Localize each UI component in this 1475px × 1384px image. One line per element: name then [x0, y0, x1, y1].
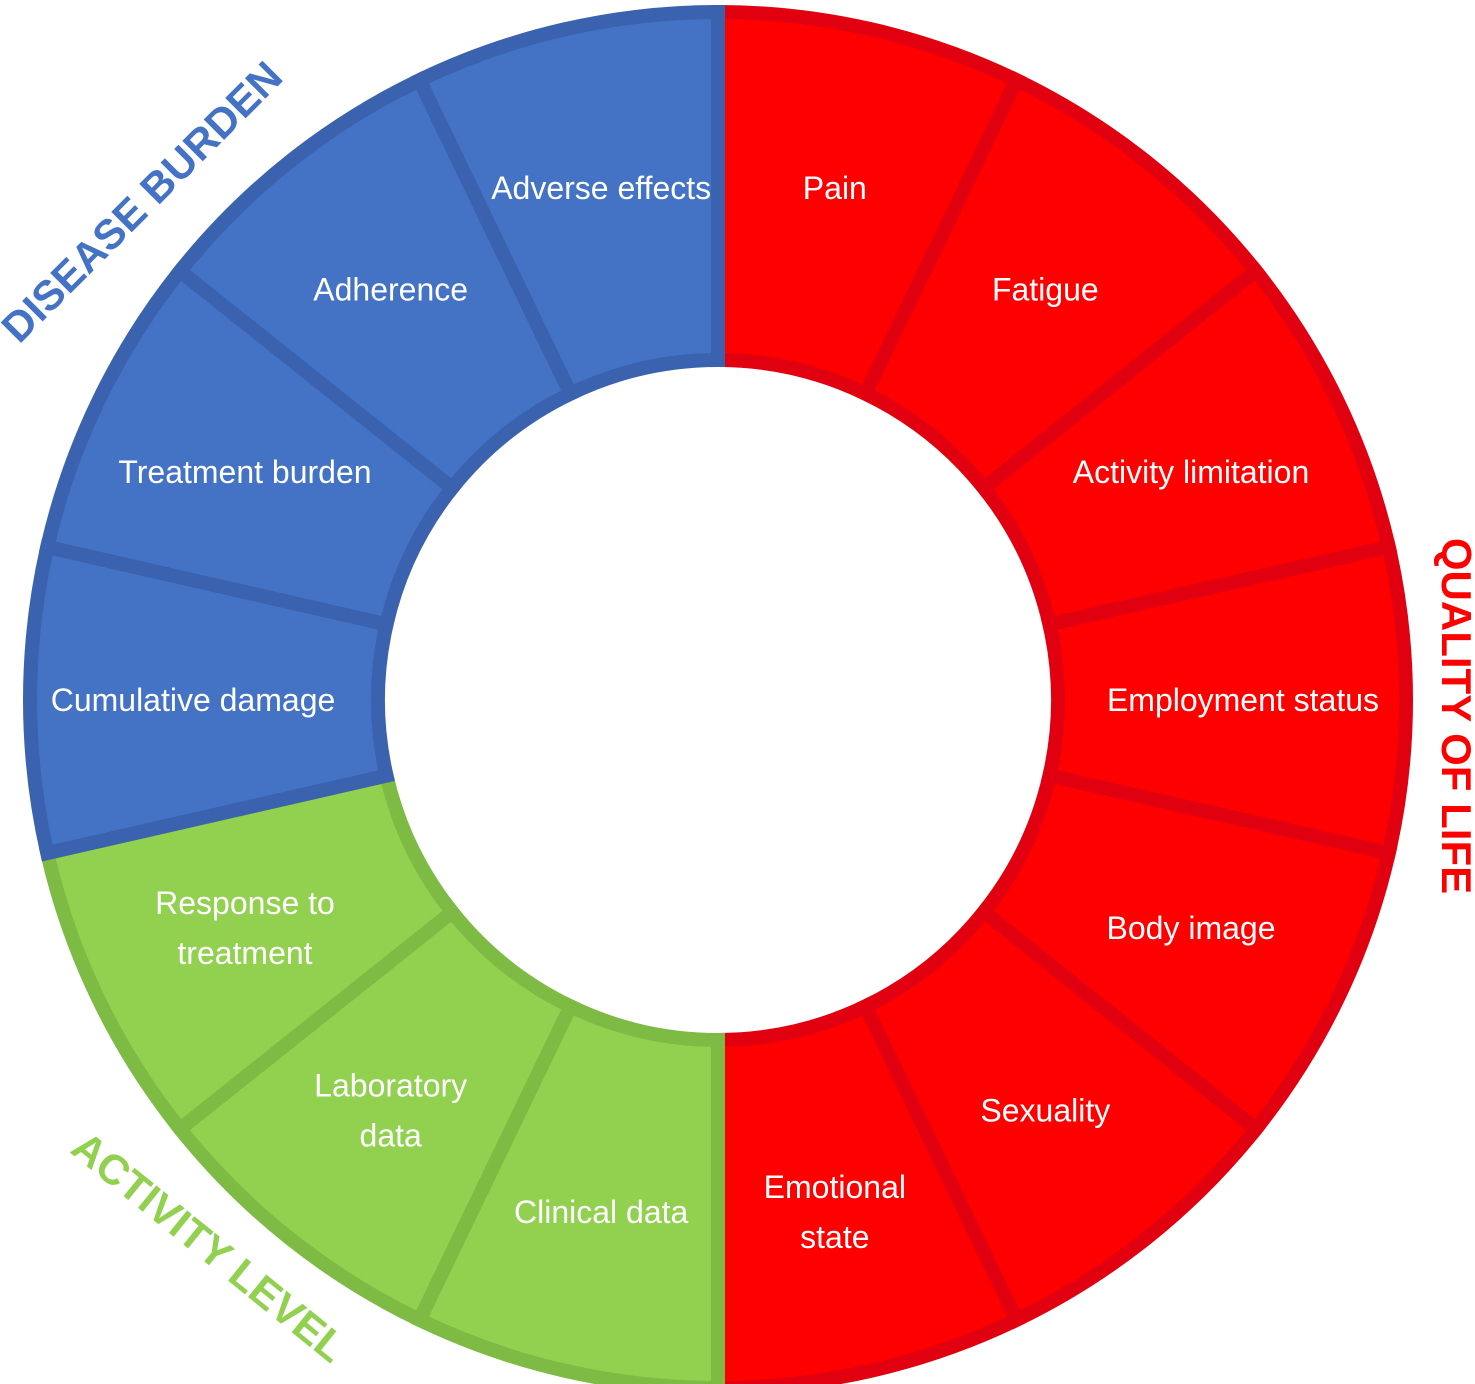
- segment-label-adherence: Adherence: [313, 272, 468, 308]
- segment-label-response-to-treatment: Response to treatment: [155, 885, 335, 971]
- segment-label-line: Treatment burden: [118, 454, 371, 490]
- segment-label-line: Adherence: [313, 272, 468, 308]
- segment-sexuality: [856, 902, 1266, 1330]
- segment-label-emotional-state: Emotional state: [764, 1169, 906, 1255]
- segment-label-line: treatment: [177, 935, 312, 971]
- segment-label-line: Sexuality: [980, 1092, 1110, 1128]
- segment-adherence: [170, 70, 580, 498]
- segment-label-line: Response to: [155, 885, 335, 921]
- segment-label-body-image: Body image: [1107, 910, 1276, 946]
- segment-adverse-effects: [410, 4, 725, 404]
- segment-label-line: Laboratory: [314, 1067, 467, 1103]
- segment-treatment-burden: [38, 261, 463, 633]
- segment-label-line: Activity limitation: [1073, 454, 1310, 490]
- segment-fatigue: [856, 70, 1266, 498]
- segment-response-to-treatment: [38, 767, 463, 1139]
- segment-label-line: Fatigue: [992, 272, 1099, 308]
- segment-label-line: Emotional: [764, 1169, 906, 1205]
- segment-activity-limitation: [973, 261, 1398, 633]
- segment-label-line: Body image: [1107, 910, 1276, 946]
- segment-label-employment-status: Employment status: [1107, 682, 1379, 718]
- segment-label-line: Pain: [803, 170, 867, 206]
- segment-label-line: Employment status: [1107, 682, 1379, 718]
- segment-emotional-state: [711, 996, 1026, 1384]
- segment-label-adverse-effects: Adverse effects: [491, 170, 711, 206]
- segment-label-pain: Pain: [803, 170, 867, 206]
- segment-label-clinical-data: Clinical data: [514, 1194, 689, 1230]
- segment-label-cumulative-damage: Cumulative damage: [51, 682, 336, 718]
- segment-label-treatment-burden: Treatment burden: [118, 454, 371, 490]
- segment-pain: [711, 4, 1026, 404]
- segment-label-laboratory-data: Laboratory data: [314, 1067, 467, 1153]
- segment-label-line: state: [800, 1219, 869, 1255]
- segment-laboratory-data: [170, 902, 580, 1330]
- segment-label-activity-limitation: Activity limitation: [1073, 454, 1310, 490]
- segment-label-fatigue: Fatigue: [992, 272, 1099, 308]
- segment-body-image: [973, 767, 1398, 1139]
- segment-label-sexuality: Sexuality: [980, 1092, 1110, 1128]
- wheel-segments: [23, 4, 1413, 1384]
- segment-employment-status: [1041, 538, 1413, 862]
- group-title-quality-of-life: QUALITY OF LIFE: [1433, 538, 1475, 894]
- segment-label-line: Clinical data: [514, 1194, 689, 1230]
- segment-label-line: Adverse effects: [491, 170, 711, 206]
- segment-label-line: Cumulative damage: [51, 682, 336, 718]
- segment-clinical-data: [410, 996, 725, 1384]
- segment-label-line: data: [360, 1117, 422, 1153]
- segment-cumulative-damage: [23, 538, 395, 862]
